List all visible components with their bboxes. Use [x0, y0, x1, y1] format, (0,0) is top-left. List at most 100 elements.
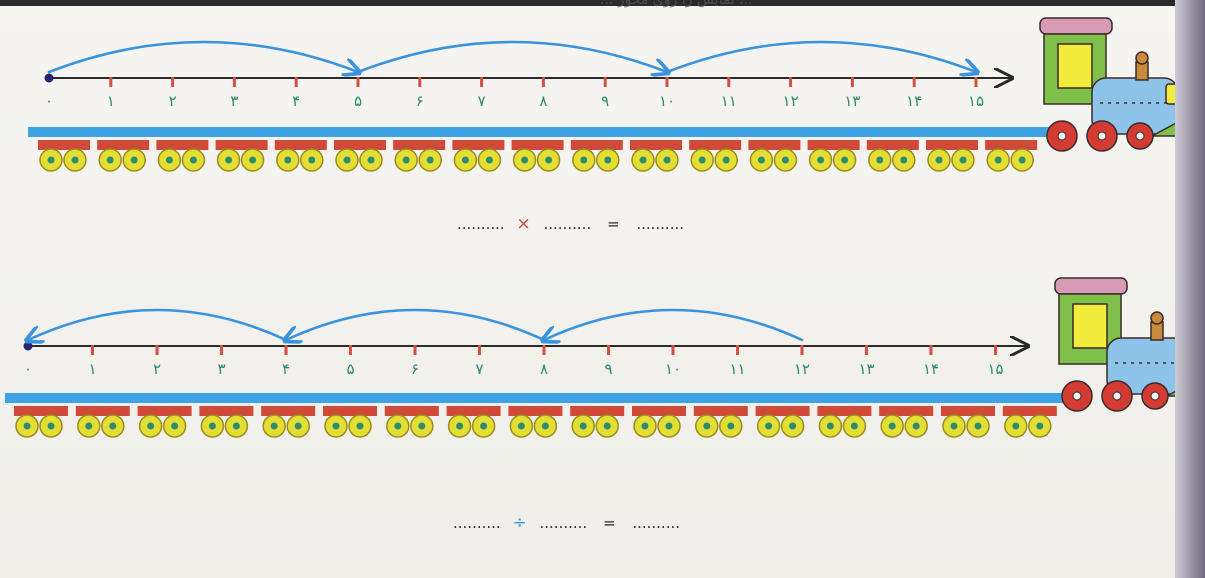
tick-mark: [974, 77, 978, 87]
tick-label: ۸: [539, 92, 547, 110]
train-wagon: [215, 140, 268, 172]
train-wagon: [334, 140, 386, 172]
wheel-hub: [106, 156, 114, 164]
wheel-hub: [402, 156, 410, 164]
blank-factor-2[interactable]: ..........: [543, 215, 592, 233]
tick-label: ۷: [478, 92, 486, 110]
blank-product[interactable]: ..........: [636, 215, 685, 233]
page-top-edge: [0, 0, 1205, 6]
train-wagon: [38, 140, 90, 172]
wheel-hub: [727, 422, 735, 430]
tick-mark: [356, 77, 360, 87]
tick-label: ۴: [282, 360, 290, 378]
tick-mark: [220, 345, 223, 355]
tick-label: ۵: [346, 360, 354, 378]
wheel-hub: [394, 422, 402, 430]
tick-mark: [603, 77, 607, 87]
drive-wheel-hub: [1150, 391, 1160, 401]
wheel-hub: [85, 422, 93, 430]
tick-label: ۲: [153, 360, 161, 378]
wheel-hub: [826, 422, 834, 430]
jump-arc: [665, 40, 976, 72]
train-wagon: [748, 140, 801, 172]
train-wagon: [452, 140, 505, 172]
tick-label: ۶: [416, 92, 424, 110]
train-wagon: [1002, 406, 1057, 438]
tick-label: ۶: [411, 360, 419, 378]
wheel-hub: [147, 422, 155, 430]
wheel-hub: [541, 422, 549, 430]
jump-arc: [544, 308, 804, 340]
tick-mark: [109, 77, 113, 87]
tick-mark: [542, 345, 546, 355]
train-wagon: [755, 406, 810, 438]
train-wagon: [137, 406, 192, 438]
tick-mark: [413, 345, 417, 355]
tick-label: ۱۳: [858, 360, 874, 378]
tick-label: ۰: [24, 360, 32, 378]
cab-window: [1057, 43, 1093, 89]
tick-label: ۳: [230, 92, 238, 110]
wheel-hub: [603, 422, 611, 430]
jump-arc: [47, 40, 358, 72]
cab-roof: [1039, 17, 1113, 35]
train-wagon: [508, 406, 563, 438]
tick-label: ۱۱: [721, 92, 737, 110]
wheel-hub: [580, 156, 588, 164]
drive-wheel-hub: [1072, 391, 1082, 401]
train-wagon: [156, 140, 209, 172]
wheel-hub: [1018, 156, 1026, 164]
tick-label: ۱: [107, 92, 115, 110]
drive-wheel-hub: [1112, 391, 1122, 401]
tick-label: ۴: [292, 92, 300, 110]
wheel-hub: [249, 156, 257, 164]
chimney-top: [1150, 311, 1164, 325]
multiplication-equation: .......... × .......... = ..........: [457, 214, 684, 234]
wheel-hub: [641, 422, 649, 430]
wheel-hub: [850, 422, 858, 430]
train-wagon: [97, 140, 150, 172]
tick-label: ۱۲: [794, 360, 810, 378]
blank-dividend[interactable]: ..........: [453, 514, 501, 532]
tick-mark: [541, 77, 545, 87]
tick-mark: [929, 345, 933, 355]
wheel-hub: [308, 156, 316, 164]
equals-sign: =: [606, 215, 621, 233]
wheel-hub: [480, 422, 488, 430]
tick-label: ۸: [540, 360, 548, 378]
train-wagon: [866, 140, 919, 172]
train-wagon: [274, 140, 327, 172]
train-wagon: [75, 406, 130, 438]
train-wagon: [323, 406, 377, 438]
train-wagon: [693, 406, 748, 438]
blank-quotient[interactable]: ..........: [632, 514, 681, 532]
tick-mark: [607, 345, 610, 355]
locomotive: [1039, 17, 1188, 152]
tick-mark: [865, 345, 868, 355]
wheel-hub: [23, 422, 31, 430]
wheel-hub: [1036, 422, 1044, 430]
wheel-hub: [789, 422, 797, 430]
cab-roof: [1054, 277, 1128, 295]
tick-mark: [736, 345, 739, 355]
blank-divisor[interactable]: ..........: [539, 514, 588, 532]
wheel-hub: [208, 422, 216, 430]
train-wagon: [926, 140, 978, 172]
blank-factor-1[interactable]: ..........: [457, 215, 505, 233]
train-wagon: [807, 140, 860, 172]
drive-wheel-hub: [1097, 131, 1107, 141]
tick-mark: [665, 77, 669, 87]
tick-label: ۱۰: [659, 92, 675, 110]
wheel-hub: [639, 156, 647, 164]
start-point-dot: [44, 73, 54, 83]
train-wagon: [985, 140, 1038, 172]
wheel-hub: [165, 156, 173, 164]
train-wagon: [261, 406, 316, 438]
wheel-hub: [888, 422, 896, 430]
train-wagon: [199, 406, 254, 438]
tick-label: ۹: [604, 360, 612, 378]
tick-mark: [91, 345, 94, 355]
wheel-hub: [876, 156, 884, 164]
